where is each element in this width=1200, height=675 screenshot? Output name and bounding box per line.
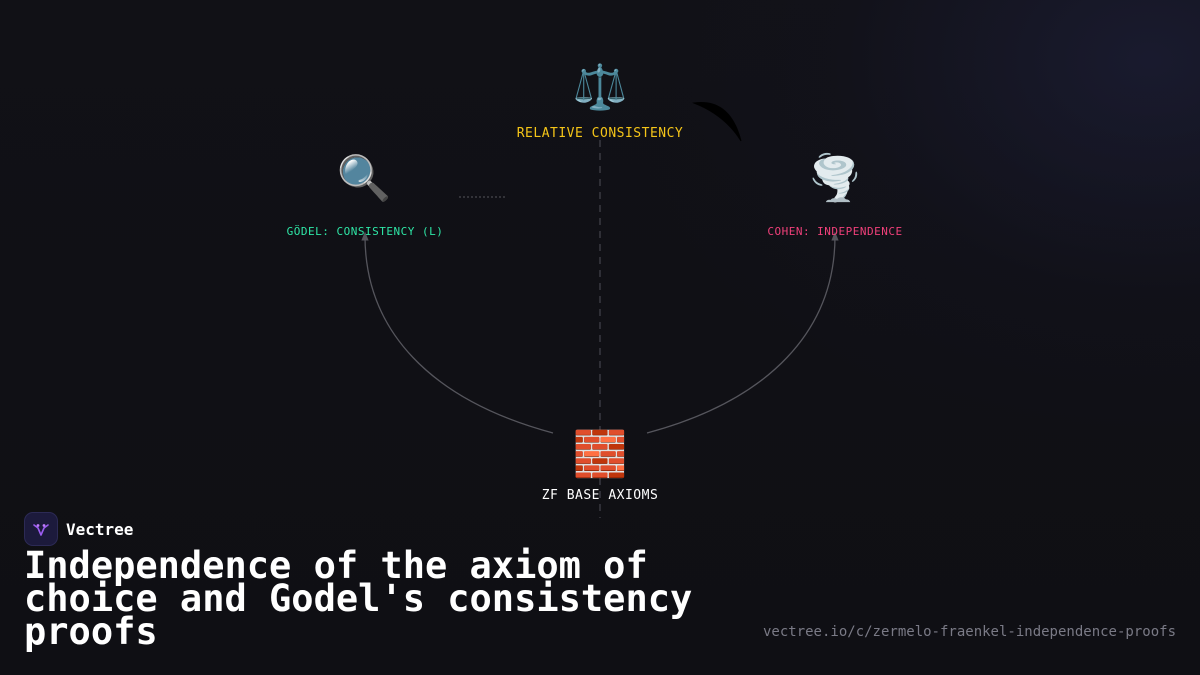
node-label-zf-base-axioms: ZF BASE AXIOMS bbox=[541, 488, 659, 503]
source-url: vectree.io/c/zermelo-fraenkel-independen… bbox=[762, 624, 1176, 640]
vectree-logo-icon bbox=[24, 512, 58, 546]
page-title: Independence of the axiom of choice and … bbox=[24, 544, 693, 653]
crescent-arc-icon bbox=[692, 101, 742, 142]
tornado-icon: 🌪️ bbox=[807, 153, 863, 204]
node-label-relative-consistency: RELATIVE CONSISTENCY bbox=[516, 126, 684, 141]
brick-wall-icon: 🧱 bbox=[572, 429, 628, 480]
edge-zf-to-cohen bbox=[646, 231, 839, 434]
brand: Vectree bbox=[24, 512, 133, 546]
node-label-godel-consistency: GÖDEL: CONSISTENCY (L) bbox=[286, 225, 444, 238]
brand-name: Vectree bbox=[66, 519, 134, 539]
balance-scale-icon: ⚖️ bbox=[572, 62, 628, 113]
edge-zf-to-godel bbox=[361, 231, 554, 434]
node-label-cohen-independence: COHEN: INDEPENDENCE bbox=[767, 225, 903, 238]
magnifying-glass-icon: 🔍 bbox=[336, 153, 392, 204]
